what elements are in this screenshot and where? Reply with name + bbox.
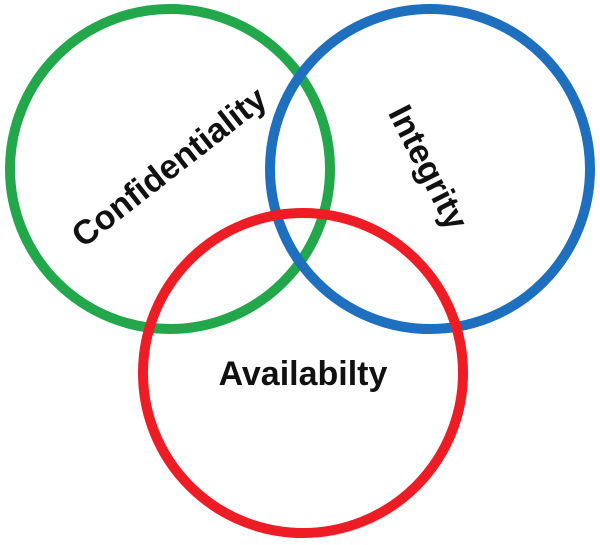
integrity-label: Integrity — [381, 99, 476, 236]
availability-circle — [138, 208, 468, 538]
availability-label: Availabilty — [219, 355, 388, 393]
confidentiality-circle — [5, 4, 335, 334]
integrity-circle — [265, 4, 595, 334]
